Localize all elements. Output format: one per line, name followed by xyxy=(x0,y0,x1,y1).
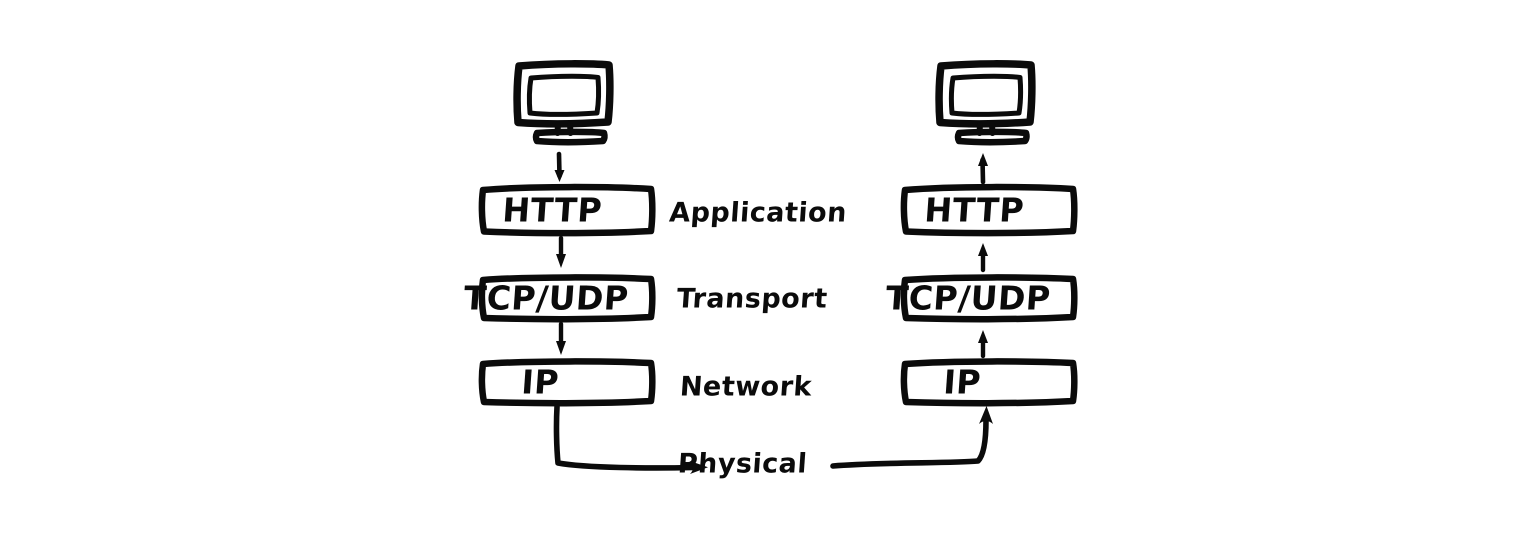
right-arrow-network-to-transport xyxy=(978,330,988,359)
layer-label-application: Application xyxy=(668,198,848,229)
right-tcpudp-box-outline xyxy=(900,274,1078,323)
left-ip-label: IP xyxy=(520,363,560,402)
right-ip-label: IP xyxy=(942,363,982,402)
left-http-label: HTTP xyxy=(501,191,603,230)
left-arrow-http-to-transport xyxy=(556,235,566,268)
left-layer-box-http[interactable]: HTTP xyxy=(478,183,656,237)
layer-label-physical: Physical xyxy=(677,449,809,480)
left-tcpudp-label: TCP/UDP xyxy=(462,279,630,318)
layer-label-transport: Transport xyxy=(676,284,829,315)
layer-label-network: Network xyxy=(679,372,814,403)
right-ip-box-outline xyxy=(900,358,1078,407)
arrow-right-icon xyxy=(690,461,708,474)
left-tcpudp-box-outline xyxy=(478,274,656,323)
arrow-up-icon xyxy=(979,406,993,424)
right-http-label: HTTP xyxy=(923,191,1025,230)
monitor-base xyxy=(954,128,1030,146)
monitor-screen xyxy=(948,73,1024,117)
right-layer-box-http[interactable]: HTTP xyxy=(900,183,1078,237)
physical-link-right-path xyxy=(830,406,993,469)
left-host-monitor xyxy=(513,60,614,146)
monitor-screen xyxy=(526,73,602,117)
right-tcpudp-label: TCP/UDP xyxy=(884,279,1052,318)
left-layer-box-transport[interactable]: TCP/UDP xyxy=(462,274,656,323)
monitor-bezel xyxy=(513,60,614,128)
left-http-box-outline xyxy=(478,183,656,237)
left-arrow-transport-to-network xyxy=(556,321,566,355)
right-arrow-transport-to-http xyxy=(978,243,988,273)
right-arrow-http-to-monitor xyxy=(978,153,988,185)
right-http-box-outline xyxy=(900,183,1078,237)
right-layer-box-transport[interactable]: TCP/UDP xyxy=(884,274,1078,323)
right-host-monitor xyxy=(935,60,1036,146)
right-layer-box-network[interactable]: IP xyxy=(900,358,1078,407)
physical-link-left-path xyxy=(553,404,708,474)
left-ip-box-outline xyxy=(478,358,656,407)
monitor-base xyxy=(532,128,608,146)
monitor-bezel xyxy=(935,60,1036,128)
left-arrow-monitor-to-http xyxy=(554,151,565,182)
left-layer-box-network[interactable]: IP xyxy=(478,358,656,407)
